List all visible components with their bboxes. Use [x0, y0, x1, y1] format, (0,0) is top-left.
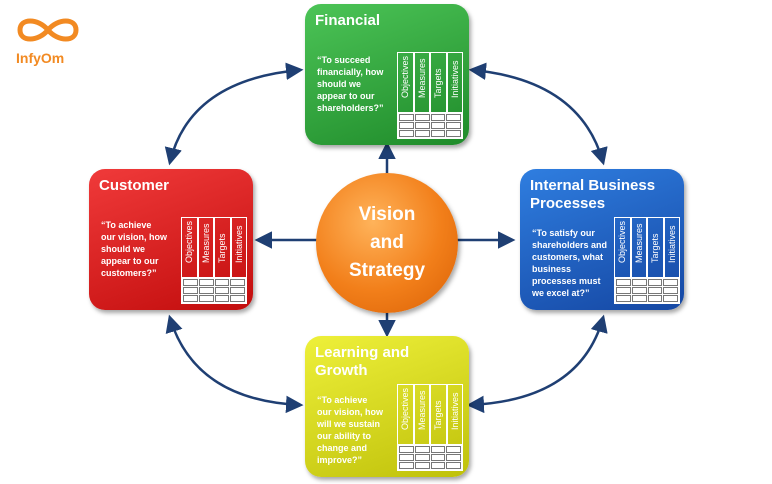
grid-header-targets: Targets	[650, 233, 661, 263]
grid-header-objectives: Objectives	[400, 387, 411, 430]
vision-strategy-label: Vision and Strategy	[348, 204, 426, 281]
customer-scorecard-grid: Objectives Measures Targets Initiatives	[181, 217, 247, 304]
customer-box: Customer “To achieve our vision, how sho…	[89, 169, 253, 310]
grid-header-initiatives: Initiatives	[233, 225, 244, 263]
grid-header-initiatives: Initiatives	[449, 60, 460, 98]
logo-text: InfyOm	[16, 50, 65, 66]
internal-processes-scorecard-grid: Objectives Measures Targets Initiatives	[614, 217, 680, 304]
arc-internal-learning	[466, 314, 608, 414]
grid-header-measures: Measures	[416, 58, 427, 98]
learning-growth-scorecard-grid: Objectives Measures Targets Initiatives	[397, 384, 463, 471]
arc-customer-learning	[165, 314, 304, 414]
grid-header-objectives: Objectives	[617, 220, 628, 263]
infinity-icon	[17, 18, 79, 42]
arc-financial-customer	[164, 62, 304, 166]
grid-header-targets: Targets	[217, 233, 228, 263]
financial-title: Financial	[315, 12, 381, 29]
customer-title: Customer	[99, 177, 170, 194]
learning-growth-title: Learning and Growth	[315, 344, 410, 379]
grid-header-measures: Measures	[416, 390, 427, 430]
grid-header-objectives: Objectives	[400, 55, 411, 98]
financial-box: Financial “To succeed financially, how s…	[305, 4, 469, 145]
internal-processes-box: Internal Business Processes “To satisfy …	[520, 169, 684, 310]
vision-strategy-circle: Vision and Strategy	[316, 173, 458, 313]
customer-question: “To achieve our vision, how should we ap…	[101, 220, 168, 278]
learning-growth-box: Learning and Growth “To achieve our visi…	[305, 336, 469, 477]
internal-processes-question: “To satisfy our shareholders and custome…	[532, 228, 608, 298]
learning-growth-question: “To achieve our vision, how will we sust…	[317, 395, 384, 465]
grid-header-measures: Measures	[633, 223, 644, 263]
grid-header-initiatives: Initiatives	[449, 392, 460, 430]
grid-header-initiatives: Initiatives	[666, 225, 677, 263]
arc-financial-internal	[468, 62, 608, 166]
grid-header-measures: Measures	[200, 223, 211, 263]
internal-processes-title: Internal Business Processes	[530, 177, 656, 212]
financial-scorecard-grid: Objectives Measures Targets Initiatives	[397, 52, 463, 139]
grid-header-objectives: Objectives	[184, 220, 195, 263]
financial-question: “To succeed financially, how should we a…	[317, 55, 384, 113]
grid-header-targets: Targets	[433, 68, 444, 98]
grid-header-targets: Targets	[433, 400, 444, 430]
